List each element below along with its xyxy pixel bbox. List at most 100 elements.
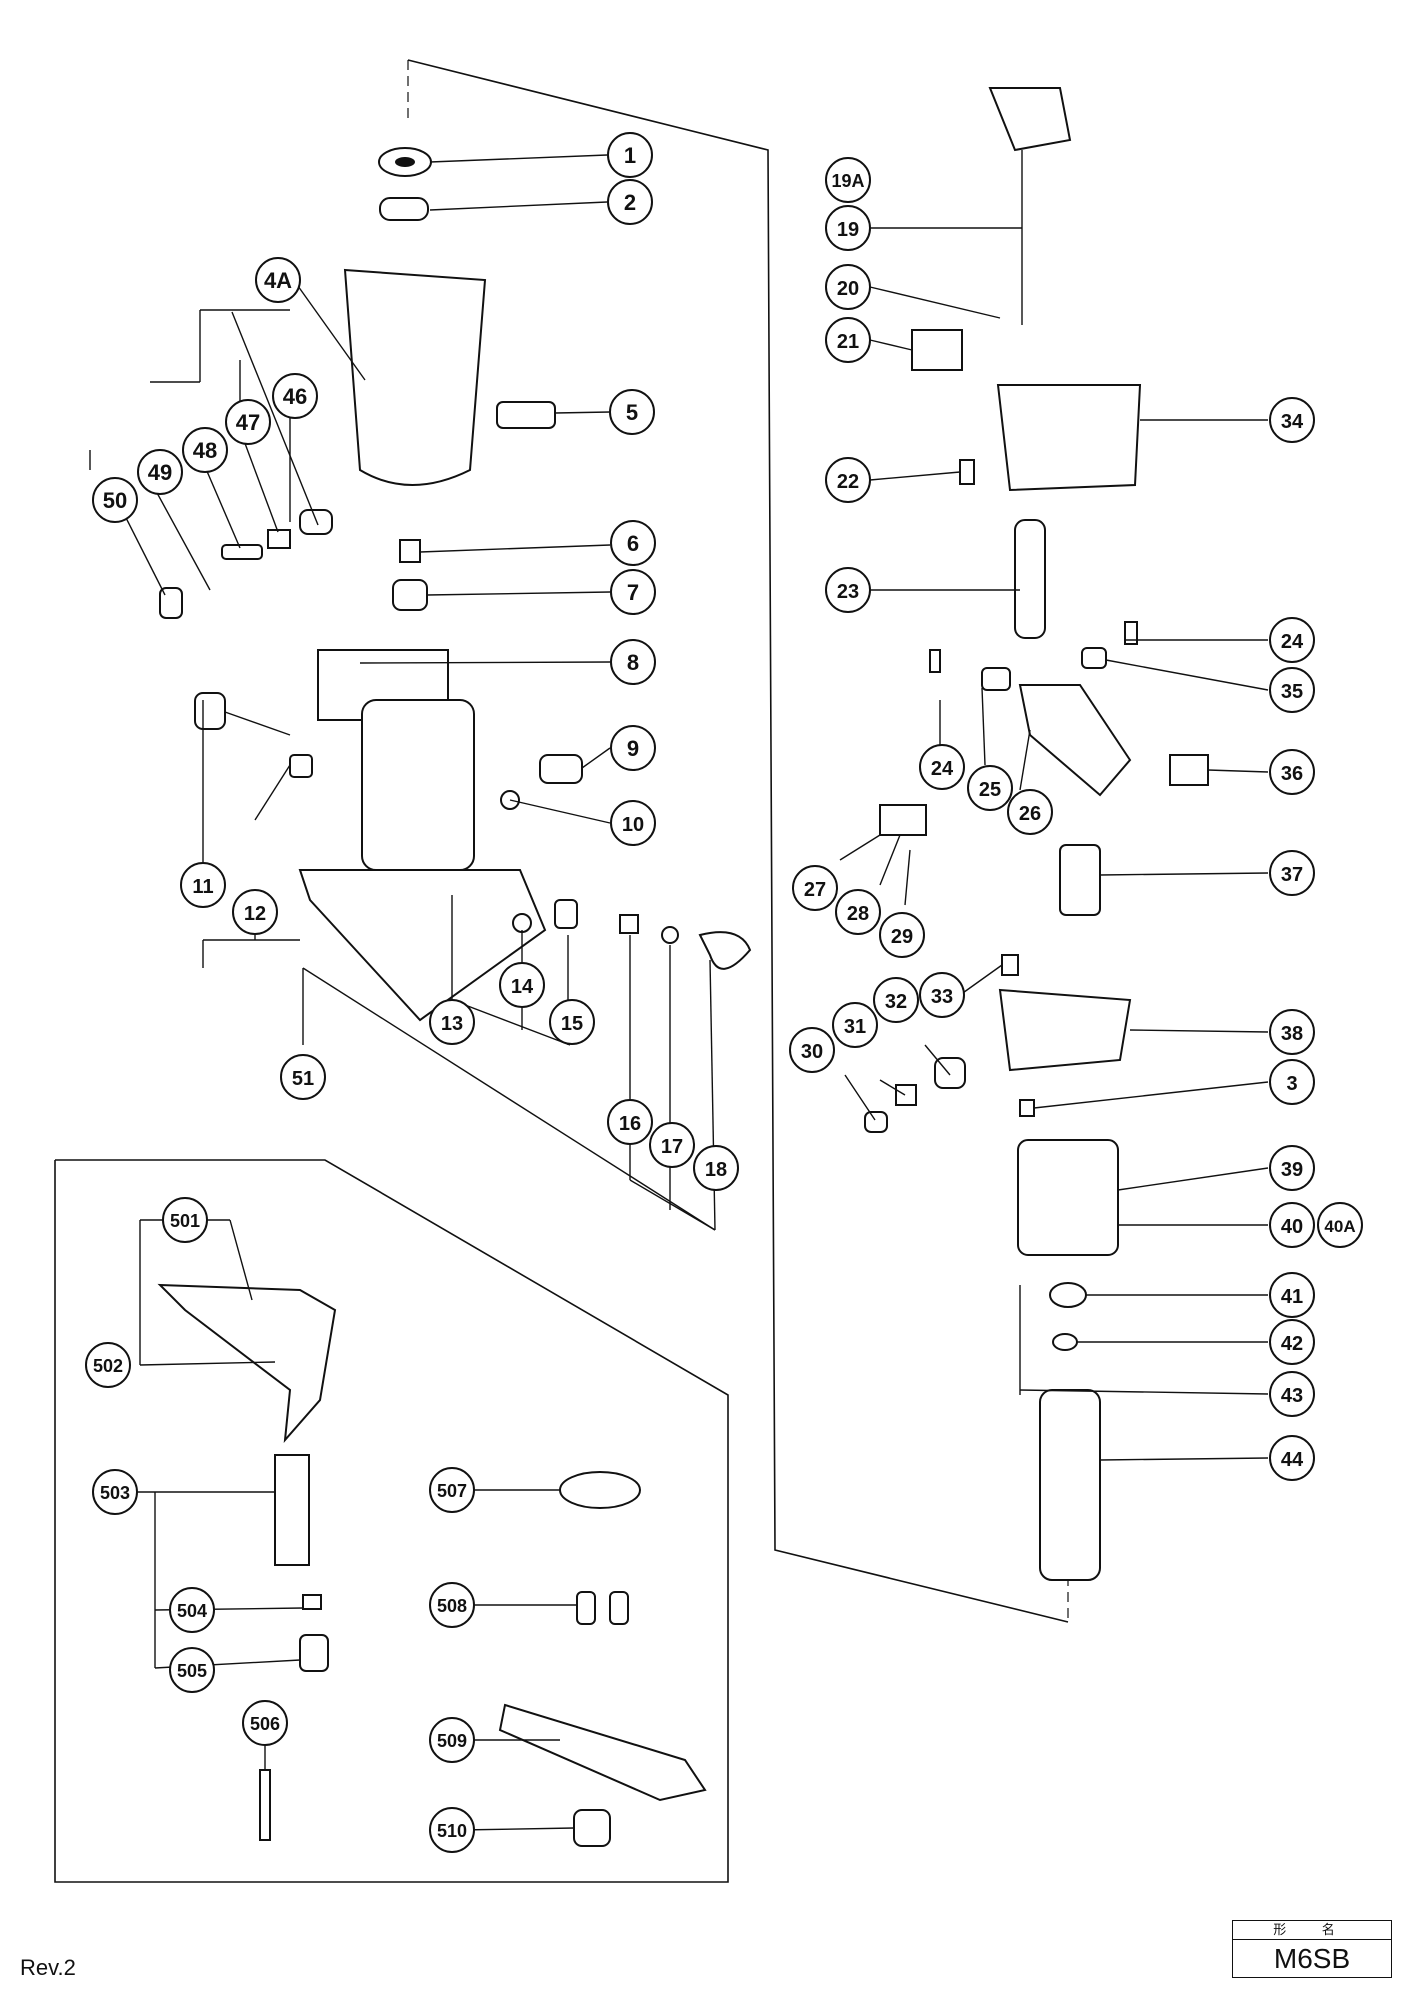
part-label: 507	[429, 1467, 475, 1513]
part-label: 37	[1269, 850, 1315, 896]
knob-part	[194, 692, 226, 730]
part-label: 41	[1269, 1272, 1315, 1318]
housing-part	[343, 268, 487, 486]
leader-lines	[135, 1219, 577, 1831]
bracket-part	[1018, 684, 1132, 797]
part-number: 47	[236, 410, 260, 435]
part-number: 505	[177, 1661, 207, 1681]
revision-label: Rev.2	[20, 1955, 76, 1980]
part-number: 510	[437, 1821, 467, 1841]
part-number: 49	[148, 460, 172, 485]
bushing-part	[299, 509, 333, 535]
part-number: 46	[283, 384, 307, 409]
part-number: 42	[1281, 1333, 1303, 1355]
part-label: 47	[225, 399, 271, 445]
part-label: 23	[825, 567, 871, 613]
screw-part	[959, 459, 975, 485]
part-label: 32	[873, 977, 919, 1023]
capacitor-part	[879, 804, 927, 836]
part-number: 504	[177, 1601, 207, 1621]
part-label: 9	[610, 725, 656, 771]
part-label: 24	[1269, 617, 1315, 663]
sleeve-part	[361, 699, 475, 871]
brush-cap-part	[864, 1111, 888, 1133]
part-number: 50	[103, 488, 127, 513]
part-label: 14	[499, 962, 545, 1008]
part-label: 503	[92, 1469, 138, 1515]
gear-housing-part	[998, 988, 1132, 1072]
cap-part	[159, 587, 183, 619]
part-label: 509	[429, 1717, 475, 1763]
switch-part	[1059, 844, 1101, 916]
part-label: 504	[169, 1587, 215, 1633]
sleeve-part	[573, 1809, 611, 1847]
part-number: 3	[1286, 1073, 1297, 1095]
model-title-box: 形 名 M6SB	[1232, 1920, 1392, 1978]
part-number: 28	[847, 903, 869, 925]
washer-part	[512, 913, 532, 933]
part-number-labels: 1 2 4A 5 46 47 48 49 50 6 7 8 9 10 11 12…	[85, 132, 1363, 1853]
part-label: 18	[693, 1145, 739, 1191]
part-number: 32	[885, 991, 907, 1013]
part-number: 51	[292, 1068, 314, 1090]
part-label: 24	[919, 744, 965, 790]
part-number: 22	[837, 471, 859, 493]
plug-part	[988, 87, 1072, 152]
collar-part	[289, 754, 313, 778]
screw-part	[609, 1591, 629, 1625]
part-label: 15	[549, 999, 595, 1045]
part-label: 29	[879, 912, 925, 958]
part-number: 509	[437, 1731, 467, 1751]
collet-part	[399, 539, 421, 563]
part-label: 6	[610, 520, 656, 566]
part-label: 31	[832, 1002, 878, 1048]
part-number: 27	[804, 879, 826, 901]
part-number: 23	[837, 581, 859, 603]
part-label: 17	[649, 1122, 695, 1168]
model-heading: 形 名	[1233, 1921, 1391, 1940]
part-label: 3	[1269, 1059, 1315, 1105]
part-label: 44	[1269, 1435, 1315, 1481]
ring-part	[379, 197, 429, 221]
lever-part	[554, 899, 578, 929]
knob-part	[698, 931, 752, 970]
part-label: 1	[607, 132, 653, 178]
part-number: 24	[1281, 631, 1304, 653]
part-label: 42	[1269, 1319, 1315, 1365]
bolt-line	[224, 711, 291, 736]
part-number: 25	[979, 779, 1001, 801]
part-number: 40A	[1324, 1217, 1355, 1236]
screw-part	[929, 649, 941, 673]
part-number: 12	[244, 903, 266, 925]
part-number: 14	[511, 976, 534, 998]
part-number: 8	[627, 650, 639, 675]
part-label: 501	[162, 1197, 208, 1243]
terminal-part	[1169, 754, 1209, 786]
part-number: 4A	[264, 268, 292, 293]
part-number: 48	[193, 438, 217, 463]
spring-part	[267, 529, 291, 549]
part-label: 40A	[1317, 1202, 1363, 1248]
part-label: 30	[789, 1027, 835, 1073]
base-part	[298, 869, 547, 1022]
part-number: 36	[1281, 763, 1303, 785]
part-label: 48	[182, 427, 228, 473]
part-label: 46	[272, 373, 318, 419]
part-number: 26	[1019, 803, 1041, 825]
pin-part	[1019, 1099, 1035, 1117]
part-number: 506	[250, 1714, 280, 1734]
part-number: 13	[441, 1013, 463, 1035]
washer-part	[661, 926, 679, 944]
part-label: 26	[1007, 789, 1053, 835]
part-label: 508	[429, 1582, 475, 1628]
part-number: 37	[1281, 864, 1303, 886]
part-number: 17	[661, 1136, 683, 1158]
part-number: 24	[931, 758, 954, 780]
part-label: 50	[92, 477, 138, 523]
part-number: 20	[837, 278, 859, 300]
part-number: 18	[705, 1159, 727, 1181]
screw-part	[1001, 954, 1019, 976]
nut-part	[302, 1594, 322, 1610]
part-label: 22	[825, 457, 871, 503]
part-number: 507	[437, 1481, 467, 1501]
